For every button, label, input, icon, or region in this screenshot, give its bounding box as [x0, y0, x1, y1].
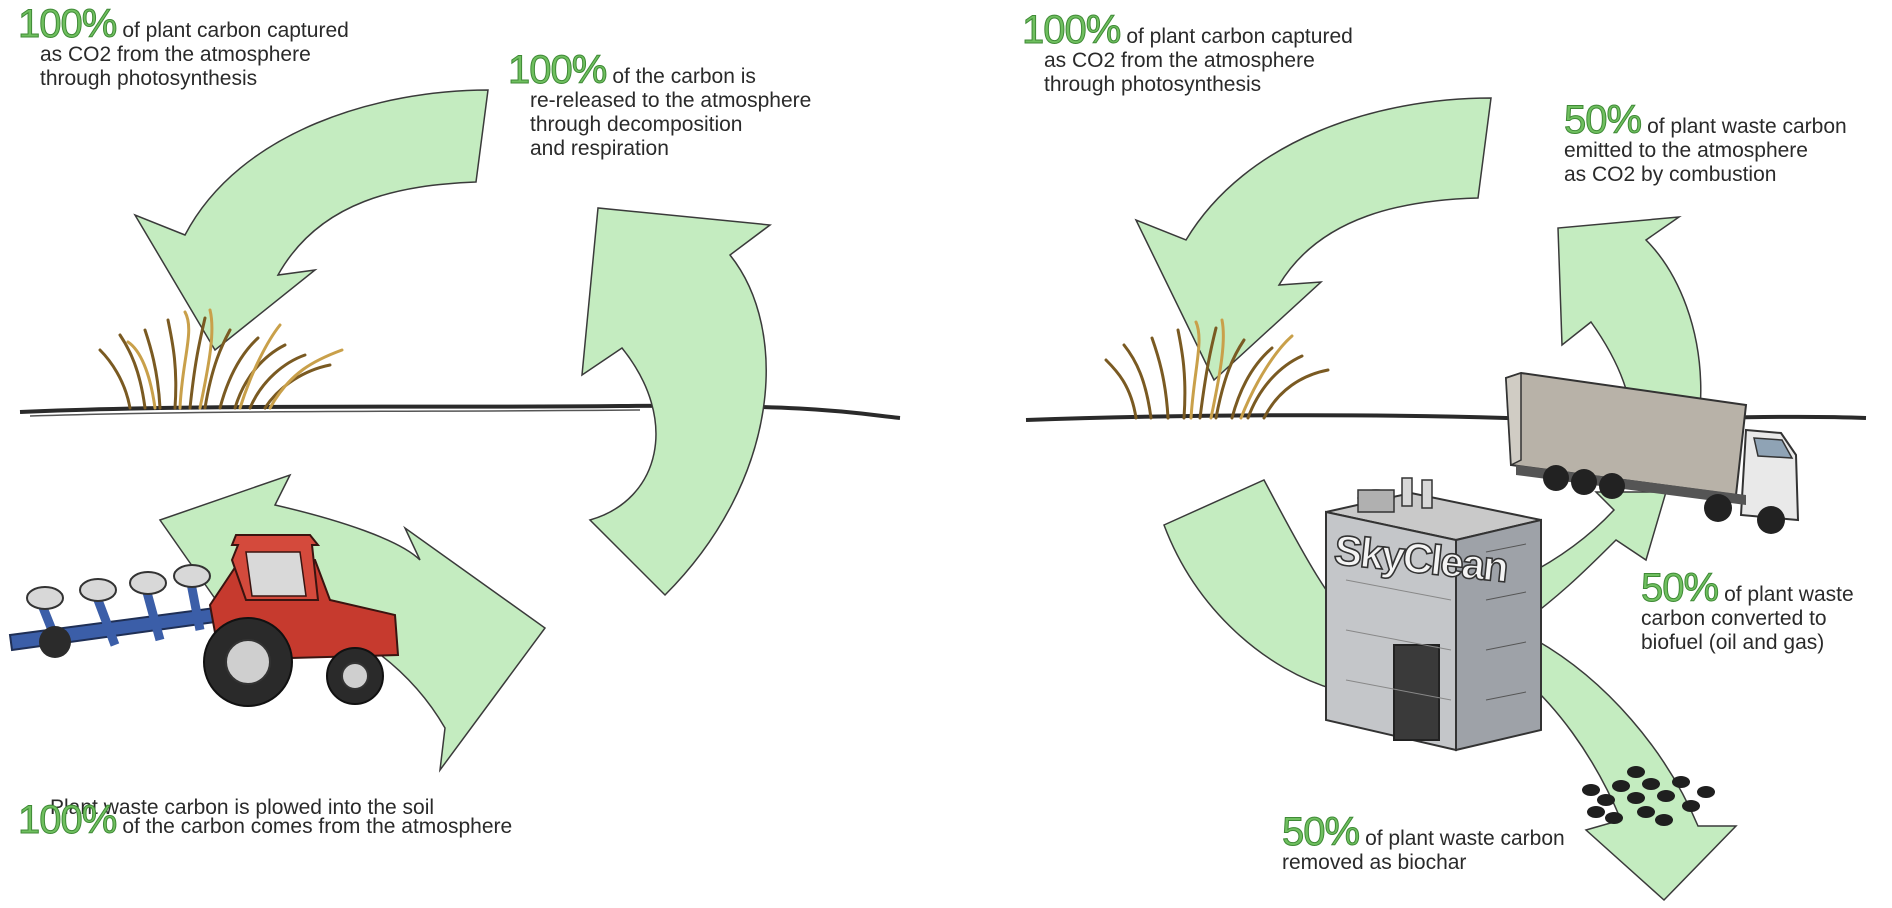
capture-percent-right: 100% — [1021, 8, 1121, 52]
arrow-biochar-icon — [1499, 639, 1738, 902]
capture-label-right: 100%of plant carbon captured as CO2 from… — [1021, 8, 1353, 97]
right-scene-illustration — [1025, 97, 1867, 902]
arrow-capture-right-icon — [1134, 97, 1492, 382]
biofuel-label: 50%of plant waste carbon converted to bi… — [1640, 566, 1854, 655]
biofuel-percent: 50% — [1640, 566, 1719, 610]
ground-line-right — [1025, 413, 1867, 422]
panel-plowing-scenario: 100%of plant carbon captured as CO2 from… — [8, 2, 901, 842]
combustion-label: 50%of plant waste carbon emitted to the … — [1563, 98, 1847, 187]
grass-plant-icon — [98, 308, 344, 410]
biochar-label: 50%of plant waste carbon removed as bioc… — [1281, 810, 1565, 875]
arrow-combustion-icon — [1557, 215, 1702, 413]
arrow-release-icon — [581, 207, 772, 597]
plowed-label: 100%of the carbon comes from the atmosph… — [17, 798, 513, 842]
grass-plant-right-icon — [1104, 318, 1330, 420]
release-label: 100%of the carbon is re-released to the … — [507, 48, 812, 161]
combustion-percent: 50% — [1563, 98, 1642, 142]
plowed-label-line1: Plant waste carbon is plowed into the so… — [50, 796, 435, 819]
capture-percent: 100% — [17, 2, 117, 46]
arrow-capture-icon — [133, 89, 489, 352]
skyclean-building-icon — [1325, 477, 1542, 752]
plowed-percent: 100% — [17, 798, 117, 842]
ground-line — [19, 403, 901, 420]
release-percent: 100% — [507, 48, 607, 92]
tractor-icon — [8, 534, 400, 707]
biochar-percent: 50% — [1281, 810, 1360, 854]
panel-skyclean-scenario: SkyClean 100%of plant carbon captured as… — [946, 0, 1892, 908]
left-scene-illustration — [8, 89, 901, 773]
capture-label-left: 100%of plant carbon captured as CO2 from… — [17, 2, 349, 91]
biochar-pellets-icon — [1582, 766, 1715, 826]
truck-icon — [1504, 371, 1800, 534]
